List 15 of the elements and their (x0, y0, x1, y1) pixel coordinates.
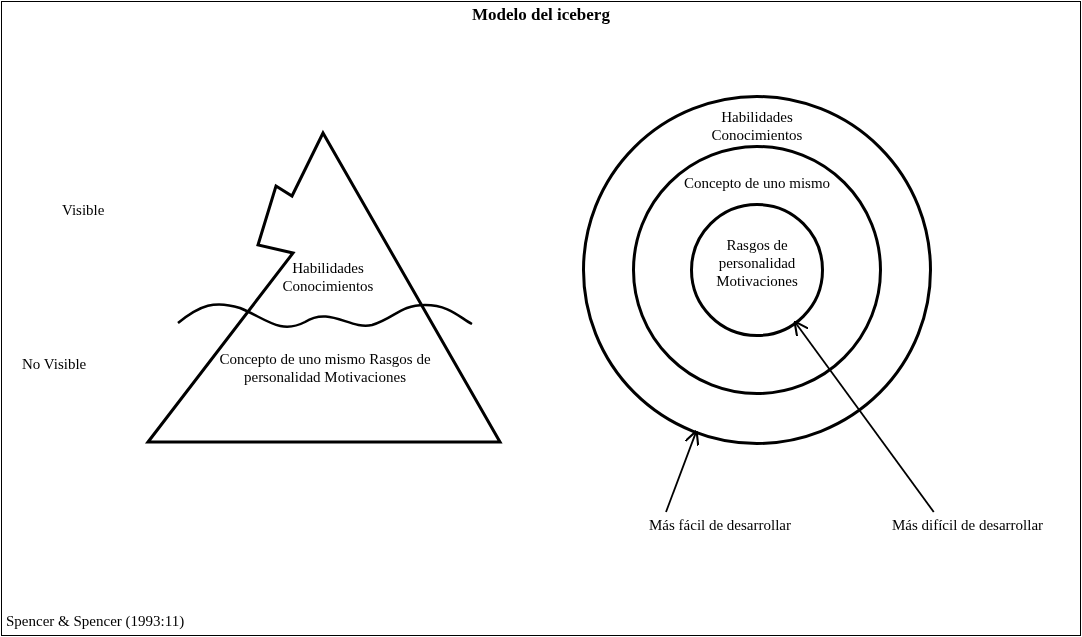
circle-ring (582, 95, 932, 445)
node-text: Concepto de uno mismo Rasgos de personalidad Motivaciones (218, 350, 432, 386)
side-label: No Visible (22, 355, 87, 373)
node-text: Más difícil de desarrollar (855, 516, 1080, 534)
title: Modelo del iceberg (471, 6, 611, 24)
node-text: Habilidades Conocimientos (710, 108, 804, 144)
node-text: Concepto de uno mismo (682, 174, 832, 192)
circle-ring (690, 203, 824, 337)
node-text: Más fácil de desarrollar (630, 516, 810, 534)
node-text: Rasgos de personalidad Motivaciones (715, 236, 799, 290)
side-label: Visible (62, 201, 105, 219)
arrow (793, 320, 935, 513)
circle-ring (632, 145, 882, 395)
caption: Spencer & Spencer (1993:11) (6, 612, 185, 630)
node-text: Habilidades Conocimientos (281, 259, 375, 295)
